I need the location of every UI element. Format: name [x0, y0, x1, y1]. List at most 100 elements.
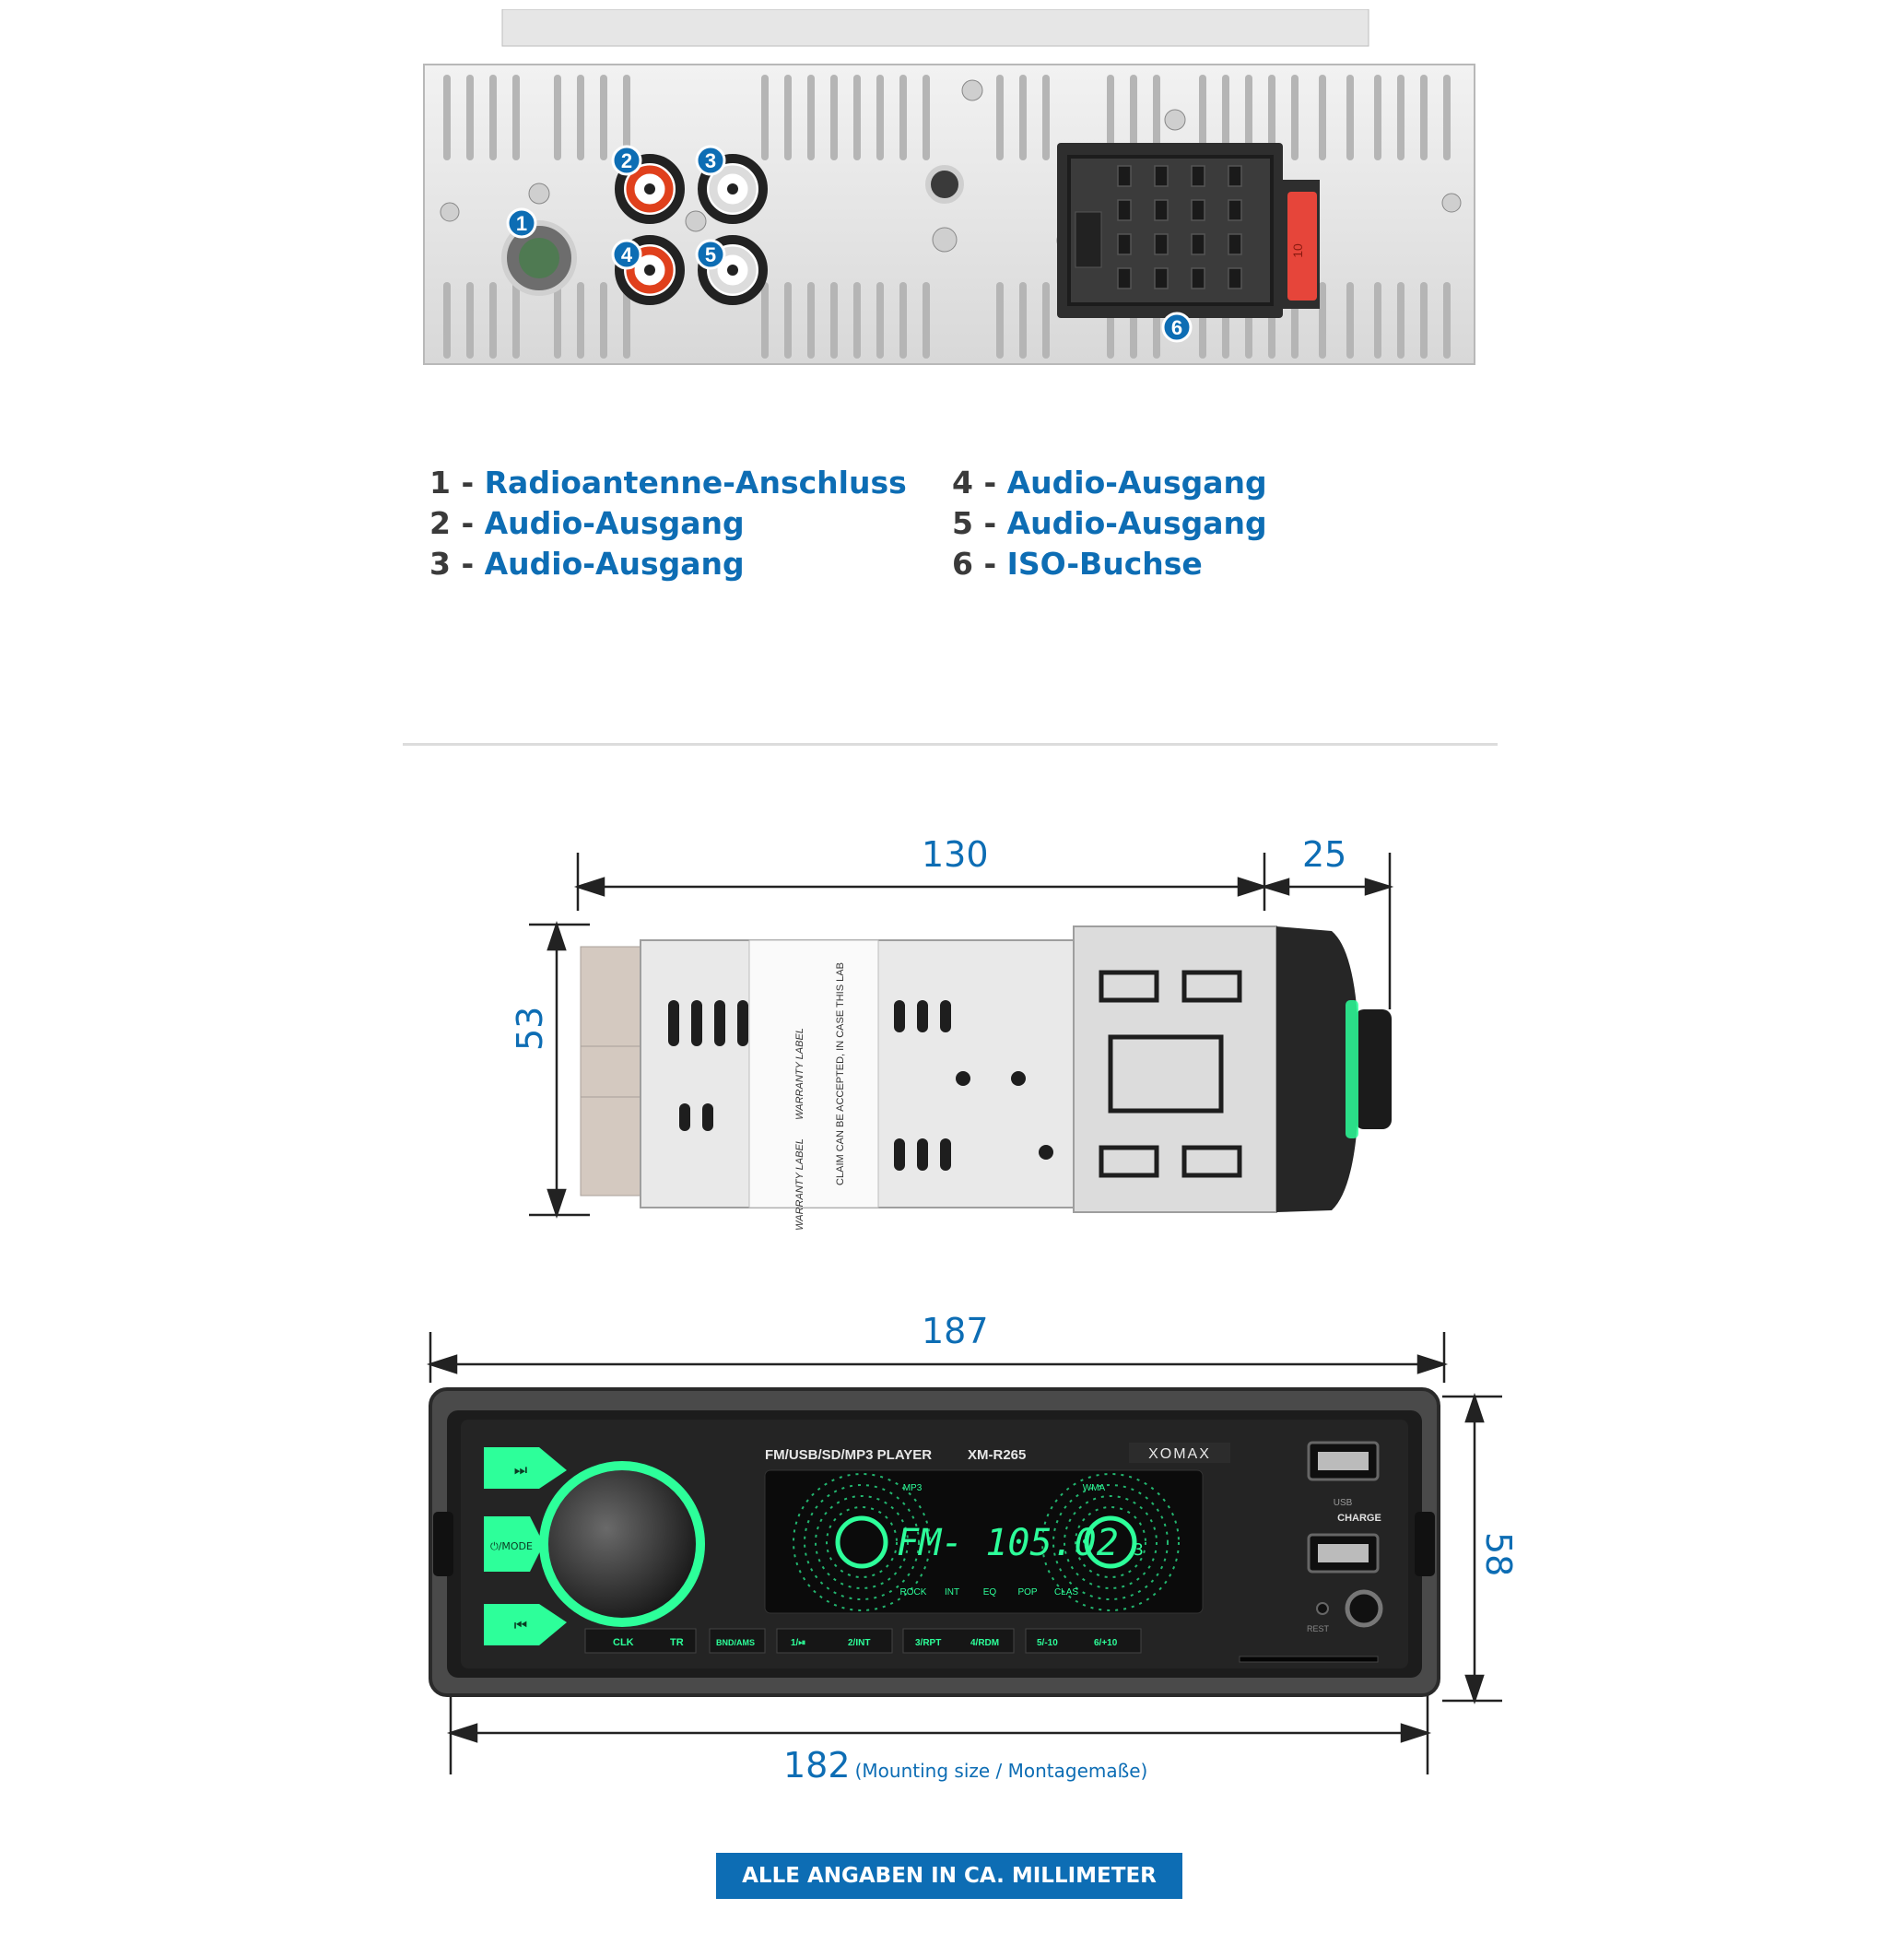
callout-4	[611, 239, 642, 270]
display-arc	[1041, 1473, 1180, 1611]
dim-front-height: 58	[1478, 1532, 1519, 1577]
frequency-readout: FM- 105.02	[897, 1522, 1119, 1564]
mount-hole	[925, 165, 964, 204]
dim-front-width: 187	[922, 1311, 989, 1351]
iso-pin	[1191, 165, 1205, 187]
svg-text:EQ: EQ	[983, 1587, 997, 1597]
reset-button[interactable]	[1316, 1602, 1329, 1615]
warranty-label	[748, 939, 879, 1208]
dim-mounting-width: 182	[783, 1745, 851, 1786]
svg-text:WARRANTY LABEL: WARRANTY LABEL	[794, 1028, 805, 1120]
iso-pin	[1191, 233, 1205, 255]
display-arc	[826, 1506, 898, 1578]
faceplate-side	[1276, 926, 1359, 1212]
left-button-group[interactable]: ⏭ ⏻/MODE ⏮	[484, 1447, 567, 1645]
front-view: ⏭ ⏻/MODE ⏮ FM/USB/SD/MP3 PLAYER XM-R265 …	[429, 1387, 1440, 1697]
section-divider	[403, 743, 1498, 746]
iso-pin	[1117, 233, 1132, 255]
svg-text:3/RPT: 3/RPT	[915, 1638, 941, 1648]
dim-side-length: 130	[922, 834, 989, 875]
svg-text:6: 6	[1171, 316, 1182, 339]
display-arc	[815, 1495, 909, 1589]
svg-text:5/-10: 5/-10	[1037, 1638, 1058, 1648]
callout-5	[695, 239, 726, 270]
rear-panel-view: 10 1 2 3 4 5 6	[423, 9, 1475, 365]
fuse-label: 10	[1290, 243, 1305, 258]
side-dimension-lines	[529, 853, 1394, 1219]
svg-text:WARRANTY LABEL: WARRANTY LABEL	[794, 1138, 805, 1231]
svg-text:CLK: CLK	[613, 1637, 634, 1648]
model-text: FM/USB/SD/MP3 PLAYER	[765, 1447, 932, 1463]
legend-item: 3 - Audio-Ausgang	[429, 546, 745, 582]
legend-item: 4 - Audio-Ausgang	[952, 465, 1267, 501]
speaker-icon	[1084, 1515, 1137, 1569]
svg-text:2/INT: 2/INT	[848, 1638, 870, 1648]
model-number: XM-R265	[968, 1447, 1026, 1463]
iso-pin	[1117, 199, 1132, 221]
legend-item: 2 - Audio-Ausgang	[429, 505, 745, 541]
iso-pin	[1154, 165, 1169, 187]
svg-text:WMA: WMA	[1083, 1483, 1106, 1493]
brand-logo: XOMAX	[1148, 1446, 1211, 1462]
callout-1	[506, 207, 537, 239]
dim-side-height: 53	[510, 1006, 550, 1051]
legend-right: 4 - Audio-Ausgang 5 - Audio-Ausgang 6 - …	[952, 463, 1267, 584]
svg-text:INT: INT	[945, 1587, 959, 1597]
units-note-banner: ALLE ANGABEN IN CA. MILLIMETER (MM)	[716, 1853, 1182, 1934]
iso-pin	[1117, 165, 1132, 187]
callout-3	[695, 145, 726, 176]
iso-pin	[1228, 267, 1242, 289]
svg-text:TR: TR	[670, 1637, 684, 1648]
svg-text:1: 1	[516, 212, 527, 235]
svg-text:1/⏯: 1/⏯	[791, 1638, 805, 1648]
svg-text:CHARGE: CHARGE	[1337, 1513, 1381, 1524]
sd-card-slot[interactable]	[1239, 1656, 1379, 1663]
svg-text:CLAIM CAN BE ACCEPTED, IN CASE: CLAIM CAN BE ACCEPTED, IN CASE THIS LAB	[835, 962, 846, 1185]
next-track-button[interactable]	[484, 1447, 567, 1489]
callout-2	[611, 145, 642, 176]
svg-text:2: 2	[621, 149, 632, 172]
usb-ports[interactable]	[1307, 1441, 1380, 1574]
svg-text:ROCK: ROCK	[900, 1587, 927, 1597]
svg-text:6/+10: 6/+10	[1094, 1638, 1118, 1648]
volume-knob[interactable]	[539, 1461, 705, 1627]
iso-pin	[1154, 199, 1169, 221]
iso-pin	[1228, 233, 1242, 255]
svg-text:CLAS: CLAS	[1054, 1587, 1078, 1597]
preset-1-2-button[interactable]	[776, 1628, 893, 1654]
display-arc	[1075, 1506, 1146, 1578]
svg-text:⏭: ⏭	[514, 1461, 527, 1479]
iso-pin	[1228, 199, 1242, 221]
display-arc	[1064, 1495, 1158, 1589]
svg-text:3: 3	[705, 149, 716, 172]
aux-jack[interactable]	[1345, 1589, 1383, 1628]
iso-pin	[1117, 267, 1132, 289]
legend-item: 1 - Radioantenne-Anschluss	[429, 465, 907, 501]
legend-left: 1 - Radioantenne-Anschluss 2 - Audio-Aus…	[429, 463, 907, 584]
bottom-button-row[interactable]: CLK TR BND/AMS 1/⏯ 2/INT 3/RPT 4/RDM 5/-…	[584, 1628, 1142, 1654]
preset-3-4-button[interactable]	[902, 1628, 1015, 1654]
svg-text:MP3: MP3	[903, 1483, 923, 1493]
rear-lid	[501, 9, 1369, 47]
svg-text:BND/AMS: BND/AMS	[716, 1638, 755, 1647]
prev-track-button[interactable]	[484, 1604, 567, 1645]
display-arc	[1052, 1484, 1169, 1600]
iso-pin	[1228, 165, 1242, 187]
iso-connector: 10	[1057, 143, 1320, 318]
lcd-display	[764, 1469, 1204, 1614]
svg-text:5: 5	[705, 243, 716, 266]
iso-pin	[1191, 267, 1205, 289]
svg-text:⏮: ⏮	[514, 1616, 527, 1633]
display-arc	[793, 1473, 931, 1611]
preset-5-6-button[interactable]	[1025, 1628, 1142, 1654]
band-ams-button[interactable]	[709, 1628, 766, 1654]
heat-sink-fins	[443, 75, 1451, 359]
dim-mounting-note: (Mounting size / Montagemaße)	[854, 1760, 1148, 1782]
svg-text:POP: POP	[1017, 1587, 1037, 1597]
legend-item: 5 - Audio-Ausgang	[952, 505, 1267, 541]
power-mode-button[interactable]	[484, 1516, 544, 1572]
svg-text:4: 4	[621, 243, 633, 266]
clk-tr-button[interactable]	[584, 1628, 697, 1654]
dim-knob-depth: 25	[1302, 834, 1347, 875]
display-decoration	[793, 1473, 1180, 1611]
